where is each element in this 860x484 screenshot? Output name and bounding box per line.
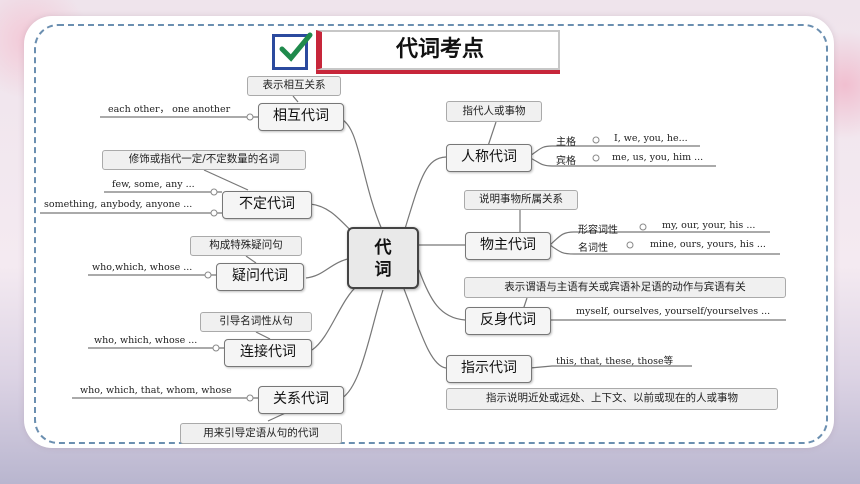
leaf-nominative: I, we, you, he... xyxy=(614,133,688,144)
node-personal-pronoun[interactable]: 人称代词 xyxy=(446,144,532,172)
title-underline xyxy=(316,70,560,74)
page-title: 代词考点 xyxy=(316,30,560,70)
note-reciprocal: 表示相互关系 xyxy=(247,76,341,96)
leaf-interrogative: who,which, whose ... xyxy=(92,262,193,273)
center-node[interactable]: 代 词 xyxy=(347,227,419,289)
note-demonstrative: 指示说明近处或远处、上下文、以前或现在的人或事物 xyxy=(446,388,778,410)
leaf-nominal: mine, ours, yours, his ... xyxy=(650,239,766,250)
note-personal: 指代人或事物 xyxy=(446,101,542,122)
note-possessive: 说明事物所属关系 xyxy=(464,190,578,210)
leaf-connective: who, which, whose ... xyxy=(94,335,198,346)
leaf-adjectival: my, our, your, his ... xyxy=(662,220,756,231)
note-relative: 用来引导定语从句的代词 xyxy=(180,423,342,444)
node-connective-pronoun[interactable]: 连接代词 xyxy=(224,339,312,367)
sub-adjectival: 形容词性 xyxy=(578,225,618,236)
note-connective: 引导名词性从句 xyxy=(200,312,312,332)
node-indefinite-pronoun[interactable]: 不定代词 xyxy=(222,191,312,219)
leaf-reciprocal: each other， one another xyxy=(108,104,231,115)
note-interrogative: 构成特殊疑问句 xyxy=(190,236,302,256)
note-reflexive: 表示谓语与主语有关或宾语补足语的动作与宾语有关 xyxy=(464,277,786,298)
title-area: 代词考点 xyxy=(272,30,562,74)
leaf-indefinite-1: few, some, any ... xyxy=(112,179,195,190)
sub-nominal: 名词性 xyxy=(578,243,608,254)
checkbox-check-icon xyxy=(272,32,313,70)
node-reflexive-pronoun[interactable]: 反身代词 xyxy=(465,307,551,335)
leaf-relative: who, which, that, whom, whose xyxy=(80,385,232,396)
leaf-objective: me, us, you, him ... xyxy=(612,152,704,163)
sub-nominative: 主格 xyxy=(556,137,576,148)
note-indefinite: 修饰或指代一定/不定数量的名词 xyxy=(102,150,306,170)
node-reciprocal-pronoun[interactable]: 相互代词 xyxy=(258,103,344,131)
leaf-reflexive: myself, ourselves, yourself/yourselves .… xyxy=(576,306,771,317)
leaf-demonstrative: this, that, these, those等 xyxy=(556,356,674,367)
node-possessive-pronoun[interactable]: 物主代词 xyxy=(465,232,551,260)
node-demonstrative-pronoun[interactable]: 指示代词 xyxy=(446,355,532,383)
sub-objective: 宾格 xyxy=(556,156,576,167)
node-interrogative-pronoun[interactable]: 疑问代词 xyxy=(216,263,304,291)
leaf-indefinite-2: something, anybody, anyone ... xyxy=(44,199,193,210)
node-relative-pronoun[interactable]: 关系代词 xyxy=(258,386,344,414)
